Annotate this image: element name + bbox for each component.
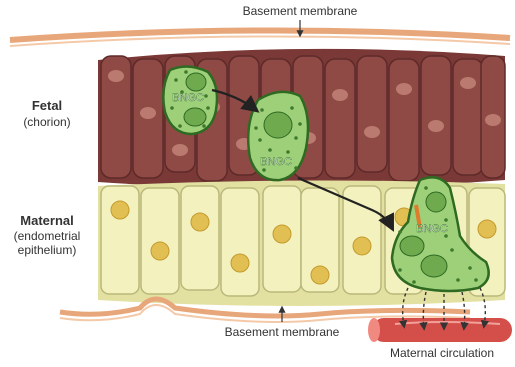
fetal-nucleus <box>460 77 476 89</box>
fetal-cell <box>357 56 387 172</box>
granule <box>254 126 258 130</box>
bngc-label-3: BNGC <box>416 223 448 235</box>
granule <box>450 248 454 252</box>
granule <box>298 122 302 126</box>
granule <box>260 108 264 112</box>
fetal-nucleus <box>172 144 188 156</box>
fetal-nucleus <box>332 89 348 101</box>
granule <box>202 124 206 128</box>
maternal-nucleus <box>478 220 496 238</box>
maternal-nucleus <box>111 201 129 219</box>
fetal-cell <box>389 59 419 181</box>
granule <box>412 280 416 284</box>
granule <box>170 106 174 110</box>
fetal-subtitle: (chorion) <box>23 115 70 129</box>
granule <box>468 266 472 270</box>
bngc-label-2: BNGC <box>260 156 292 168</box>
maternal-nucleus <box>273 225 291 243</box>
granule <box>268 148 272 152</box>
granule <box>258 138 262 142</box>
fetal-nucleus <box>485 114 501 126</box>
fetal-nucleus <box>428 120 444 132</box>
maternal-subtitle-2: epithelium) <box>18 243 77 257</box>
granule <box>206 106 210 110</box>
basement-membrane-top-label: Basement membrane <box>243 4 358 18</box>
granule <box>286 150 290 154</box>
basement-membrane-top <box>10 30 510 46</box>
granule <box>444 218 448 222</box>
granule <box>184 70 188 74</box>
granule <box>290 106 294 110</box>
granule <box>204 94 208 98</box>
fetal-cell <box>453 59 483 175</box>
granule <box>398 230 402 234</box>
fetal-nucleus <box>140 107 156 119</box>
maternal-cell <box>221 188 259 296</box>
maternal-nucleus <box>353 237 371 255</box>
basement-membrane-bottom-label: Basement membrane <box>225 325 340 339</box>
granule <box>424 186 428 190</box>
fetal-title: Fetal <box>32 98 62 113</box>
fetal-cell <box>325 59 355 178</box>
fetal-cell <box>421 56 451 175</box>
granule <box>294 166 298 170</box>
maternal-nucleus <box>191 213 209 231</box>
granule <box>456 278 460 282</box>
maternal-cell <box>181 186 219 290</box>
maternal-blood-vessel <box>368 318 512 342</box>
maternal-title: Maternal <box>20 213 73 228</box>
granule <box>474 278 478 282</box>
maternal-nucleus <box>151 242 169 260</box>
maternal-nucleus <box>231 254 249 272</box>
maternal-subtitle-1: (endometrial <box>14 229 81 243</box>
granule <box>262 168 266 172</box>
fetal-nucleus <box>364 126 380 138</box>
fetal-nucleus <box>396 83 412 95</box>
maternal-cell <box>141 188 179 294</box>
granule <box>398 268 402 272</box>
granule <box>294 136 298 140</box>
granule <box>178 124 182 128</box>
maternal-circulation-label: Maternal circulation <box>390 346 494 360</box>
fetal-nucleus <box>108 70 124 82</box>
granule <box>174 78 178 82</box>
maternal-nucleus <box>311 266 329 284</box>
bngc-label-1: BNGC <box>172 92 204 104</box>
